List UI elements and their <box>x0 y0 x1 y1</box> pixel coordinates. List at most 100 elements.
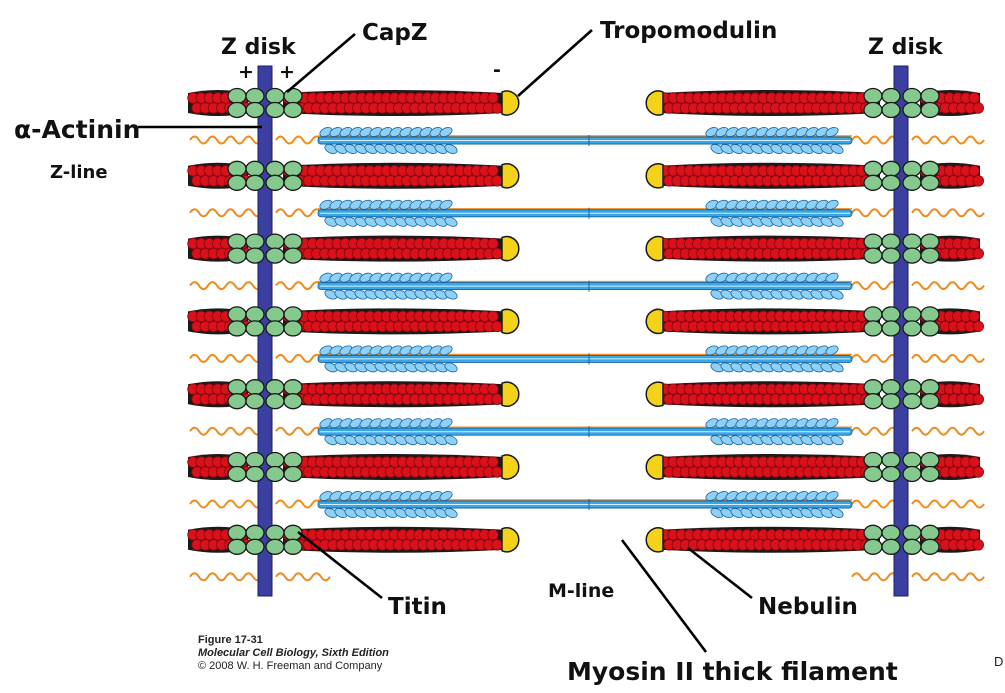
myosin-head <box>434 289 448 300</box>
alpha-actinin-bead <box>863 320 883 337</box>
myosin-head <box>710 362 724 373</box>
myosin-head <box>800 435 814 446</box>
alpha-actinin-bead <box>245 233 265 250</box>
myosin-head <box>409 127 423 137</box>
alpha-actinin-bead <box>920 465 940 483</box>
alpha-actinin-bead <box>265 247 285 264</box>
actin-bead <box>972 393 985 405</box>
alpha-actinin-bead <box>227 379 247 396</box>
actin-filament-right <box>659 90 880 116</box>
alpha-actinin-bead <box>863 233 883 250</box>
myosin-head <box>414 435 428 446</box>
myosin-head <box>404 362 418 373</box>
actin-bead <box>968 529 980 541</box>
myosin-head <box>329 199 343 210</box>
myosin-head <box>324 508 338 518</box>
alpha-actinin-bead <box>245 320 265 337</box>
myosin-head <box>810 216 824 227</box>
myosin-head <box>720 144 734 154</box>
myosin-head <box>444 435 458 446</box>
alpha-actinin-bead <box>881 160 901 177</box>
myosin-head <box>770 508 784 518</box>
actin-bead <box>487 92 499 104</box>
myosin-head <box>324 216 338 227</box>
myosin-head <box>800 216 814 227</box>
actin-bead <box>968 92 980 104</box>
myosin-head <box>409 418 423 429</box>
myosin-head <box>364 508 378 518</box>
myosin-head <box>725 272 739 283</box>
alpha-actinin-bead <box>881 306 901 323</box>
myosin-head <box>389 345 403 356</box>
myosin-head <box>795 272 809 283</box>
myosin-head <box>705 345 719 356</box>
myosin-head <box>439 418 453 429</box>
myosin-head <box>334 508 348 518</box>
myosin-head <box>725 199 739 210</box>
myosin-head <box>394 362 408 373</box>
myosin-head <box>765 272 779 283</box>
myosin-head <box>384 289 398 300</box>
myosin-head <box>399 345 413 356</box>
alpha-actinin-bead <box>902 379 922 396</box>
alpha-actinin-bead <box>902 101 922 119</box>
alpha-actinin-bead <box>881 174 901 191</box>
myosin-head <box>339 127 353 137</box>
tropomodulin-cap <box>645 527 664 553</box>
myosin-head <box>705 418 719 429</box>
myosin-head <box>394 508 408 518</box>
myosin-head <box>324 362 338 373</box>
alpha-actinin-bead <box>265 379 285 396</box>
myosin-head <box>389 491 403 501</box>
alpha-actinin-bead <box>881 524 901 541</box>
alpha-actinin-bead <box>920 538 940 555</box>
myosin-head <box>785 272 799 283</box>
actin-bead <box>972 539 985 551</box>
myosin-head <box>414 362 428 373</box>
myosin-head <box>409 491 423 501</box>
myosin-head <box>399 127 413 137</box>
myosin-head <box>339 345 353 356</box>
myosin-head <box>790 144 804 154</box>
alpha-actinin-bead <box>283 174 303 191</box>
myosin-head <box>439 345 453 356</box>
myosin-head <box>359 491 373 501</box>
alpha-actinin-bead <box>245 247 265 264</box>
alpha-actinin-bead <box>920 379 940 396</box>
book-title: Molecular Cell Biology, Sixth Edition <box>198 647 389 659</box>
myosin-head <box>755 418 769 429</box>
myosin-head <box>745 199 759 210</box>
myosin-head <box>409 345 423 356</box>
alpha-actinin-bead <box>881 465 901 483</box>
myosin-thick-filament <box>317 345 853 373</box>
actin-thin-filaments <box>187 90 985 553</box>
alpha-actinin-bead <box>265 101 285 119</box>
alpha-actinin-bead <box>920 233 940 250</box>
myosin-head <box>760 435 774 446</box>
alpha-actinin-bead <box>265 160 285 177</box>
actin-filament-left <box>282 454 505 480</box>
tropomodulin-cap <box>501 90 520 116</box>
actin-bead <box>487 456 499 468</box>
myosin-head <box>815 418 829 429</box>
myosin-head <box>745 127 759 137</box>
titin-wave-right <box>911 135 985 145</box>
myosin-head <box>760 144 774 154</box>
myosin-head <box>384 362 398 373</box>
alpha-actinin-bead <box>881 87 901 105</box>
myosin-head <box>324 435 338 446</box>
myosin-head <box>379 199 393 210</box>
alpha-actinin-bead <box>283 160 303 177</box>
alpha-actinin-label: α-Actinin <box>14 115 140 144</box>
alpha-actinin-bead <box>245 538 265 555</box>
alpha-actinin-bead <box>902 233 922 250</box>
actin-bead <box>491 393 503 405</box>
actin-bead <box>487 237 499 250</box>
alpha-actinin-bead <box>902 306 922 323</box>
alpha-actinin-bead <box>265 524 285 541</box>
myosin-thick-filament <box>317 127 853 154</box>
myosin-head <box>429 199 443 210</box>
myosin-head <box>820 144 834 154</box>
myosin-head <box>339 418 353 429</box>
